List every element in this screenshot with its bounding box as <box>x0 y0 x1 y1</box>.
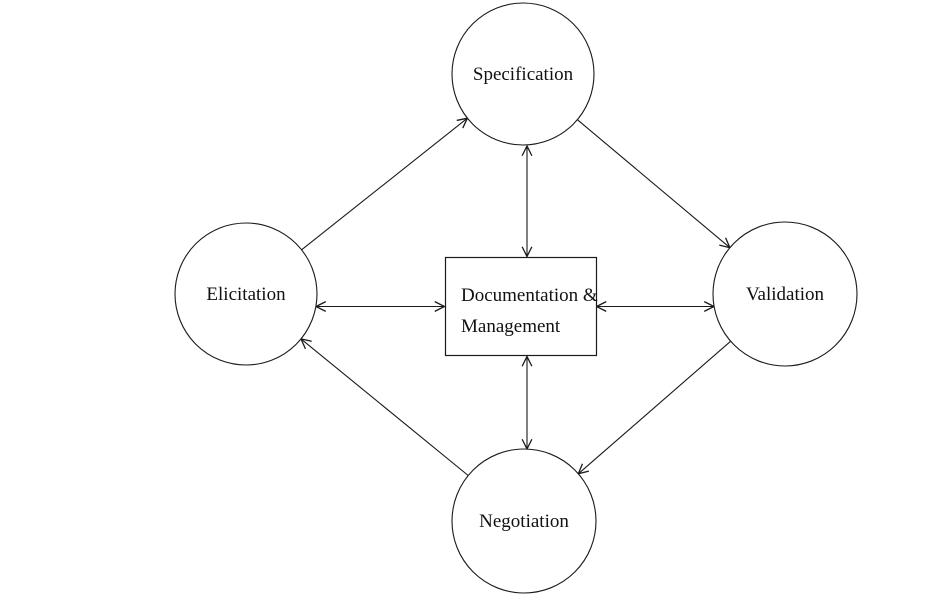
documentation-management-node <box>444 256 598 357</box>
edge-validation-to-negotiation <box>577 340 732 475</box>
negotiation-node <box>451 448 597 594</box>
edge-specification-to-validation <box>577 119 732 249</box>
documentation-label-line2: Management <box>461 316 561 337</box>
edge-negotiation-to-elicitation <box>299 337 469 476</box>
specification-label: Specification <box>473 64 574 85</box>
documentation-label-line1: Documentation & <box>461 285 598 306</box>
elicitation-node <box>174 222 318 366</box>
negotiation-label: Negotiation <box>479 511 569 532</box>
validation-node <box>712 221 858 367</box>
edge-elicitation-to-specification <box>301 117 469 251</box>
elicitation-label: Elicitation <box>206 284 286 305</box>
specification-node <box>451 2 595 146</box>
validation-label: Validation <box>746 284 825 305</box>
